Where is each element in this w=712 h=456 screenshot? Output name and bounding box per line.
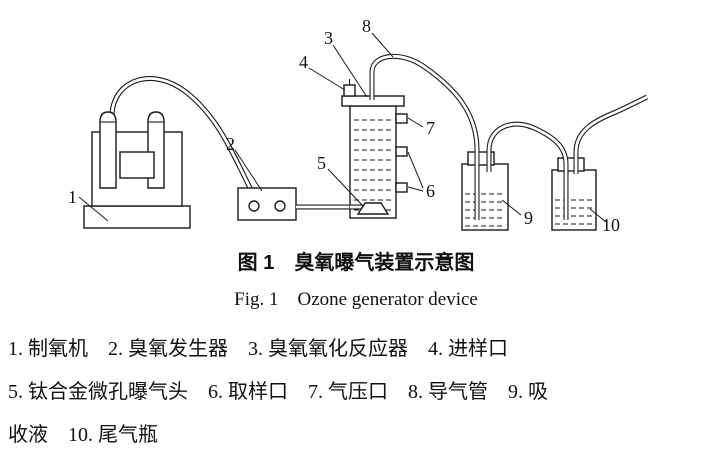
leader-lines [78,32,607,223]
ozone-box-knob-right [274,200,286,212]
part-label-3: 3 [324,28,333,48]
pressure-port [395,113,408,124]
part-label-10: 10 [602,215,620,235]
oxygen-generator-panel [119,151,155,179]
ozone-box-knob-left [248,200,260,212]
legend-line-2: 5. 钛合金微孔曝气头 6. 取样口 7. 气压口 8. 导气管 9. 吸 [8,381,548,403]
reactor-body [349,105,397,219]
oxygen-generator-base [83,205,191,229]
sample-inlet-port [343,84,356,97]
sampling-port-lower [395,182,408,193]
absorption-bottle-body [461,163,509,231]
part-label-5: 5 [317,153,326,173]
part-label-2: 2 [226,134,235,154]
legend-line-1: 1. 制氧机 2. 臭氧发生器 3. 臭氧氧化反应器 4. 进样口 [8,338,508,360]
part-label-7: 7 [426,118,435,138]
tube-oxygen-to-ozone [109,76,255,194]
sampling-port-upper [395,146,408,157]
tube-absorption-to-tailgas [486,121,569,220]
legend-line-3: 收液 10. 尾气瓶 [8,424,158,446]
part-label-4: 4 [299,52,308,72]
absorption-bottle [461,151,509,231]
ozone-generator-box [237,187,297,221]
oxygen-generator [83,111,191,229]
figure-caption-zh: 图 1 臭氧曝气装置示意图 [237,252,475,274]
tail-gas-liquid [555,199,593,225]
figure-caption-en: Fig. 1 Ozone generator device [234,289,478,310]
part-label-6: 6 [426,181,435,201]
part-label-1: 1 [68,187,77,207]
tube-exhaust [573,94,649,174]
gas-conduit-tube [369,53,480,220]
ozone-device-schematic: 1 2 3 4 5 6 7 8 9 10 [68,16,649,235]
figure-legend: 1. 制氧机 2. 臭氧发生器 3. 臭氧氧化反应器 4. 进样口 5. 钛合金… [8,328,708,456]
oxygen-cylinder-left [99,111,117,189]
part-label-9: 9 [524,208,533,228]
reactor-column [341,79,408,219]
tail-gas-bottle-neck [557,157,585,172]
absorption-liquid [465,193,505,227]
part-label-8: 8 [362,16,371,36]
aeration-head [356,202,390,215]
